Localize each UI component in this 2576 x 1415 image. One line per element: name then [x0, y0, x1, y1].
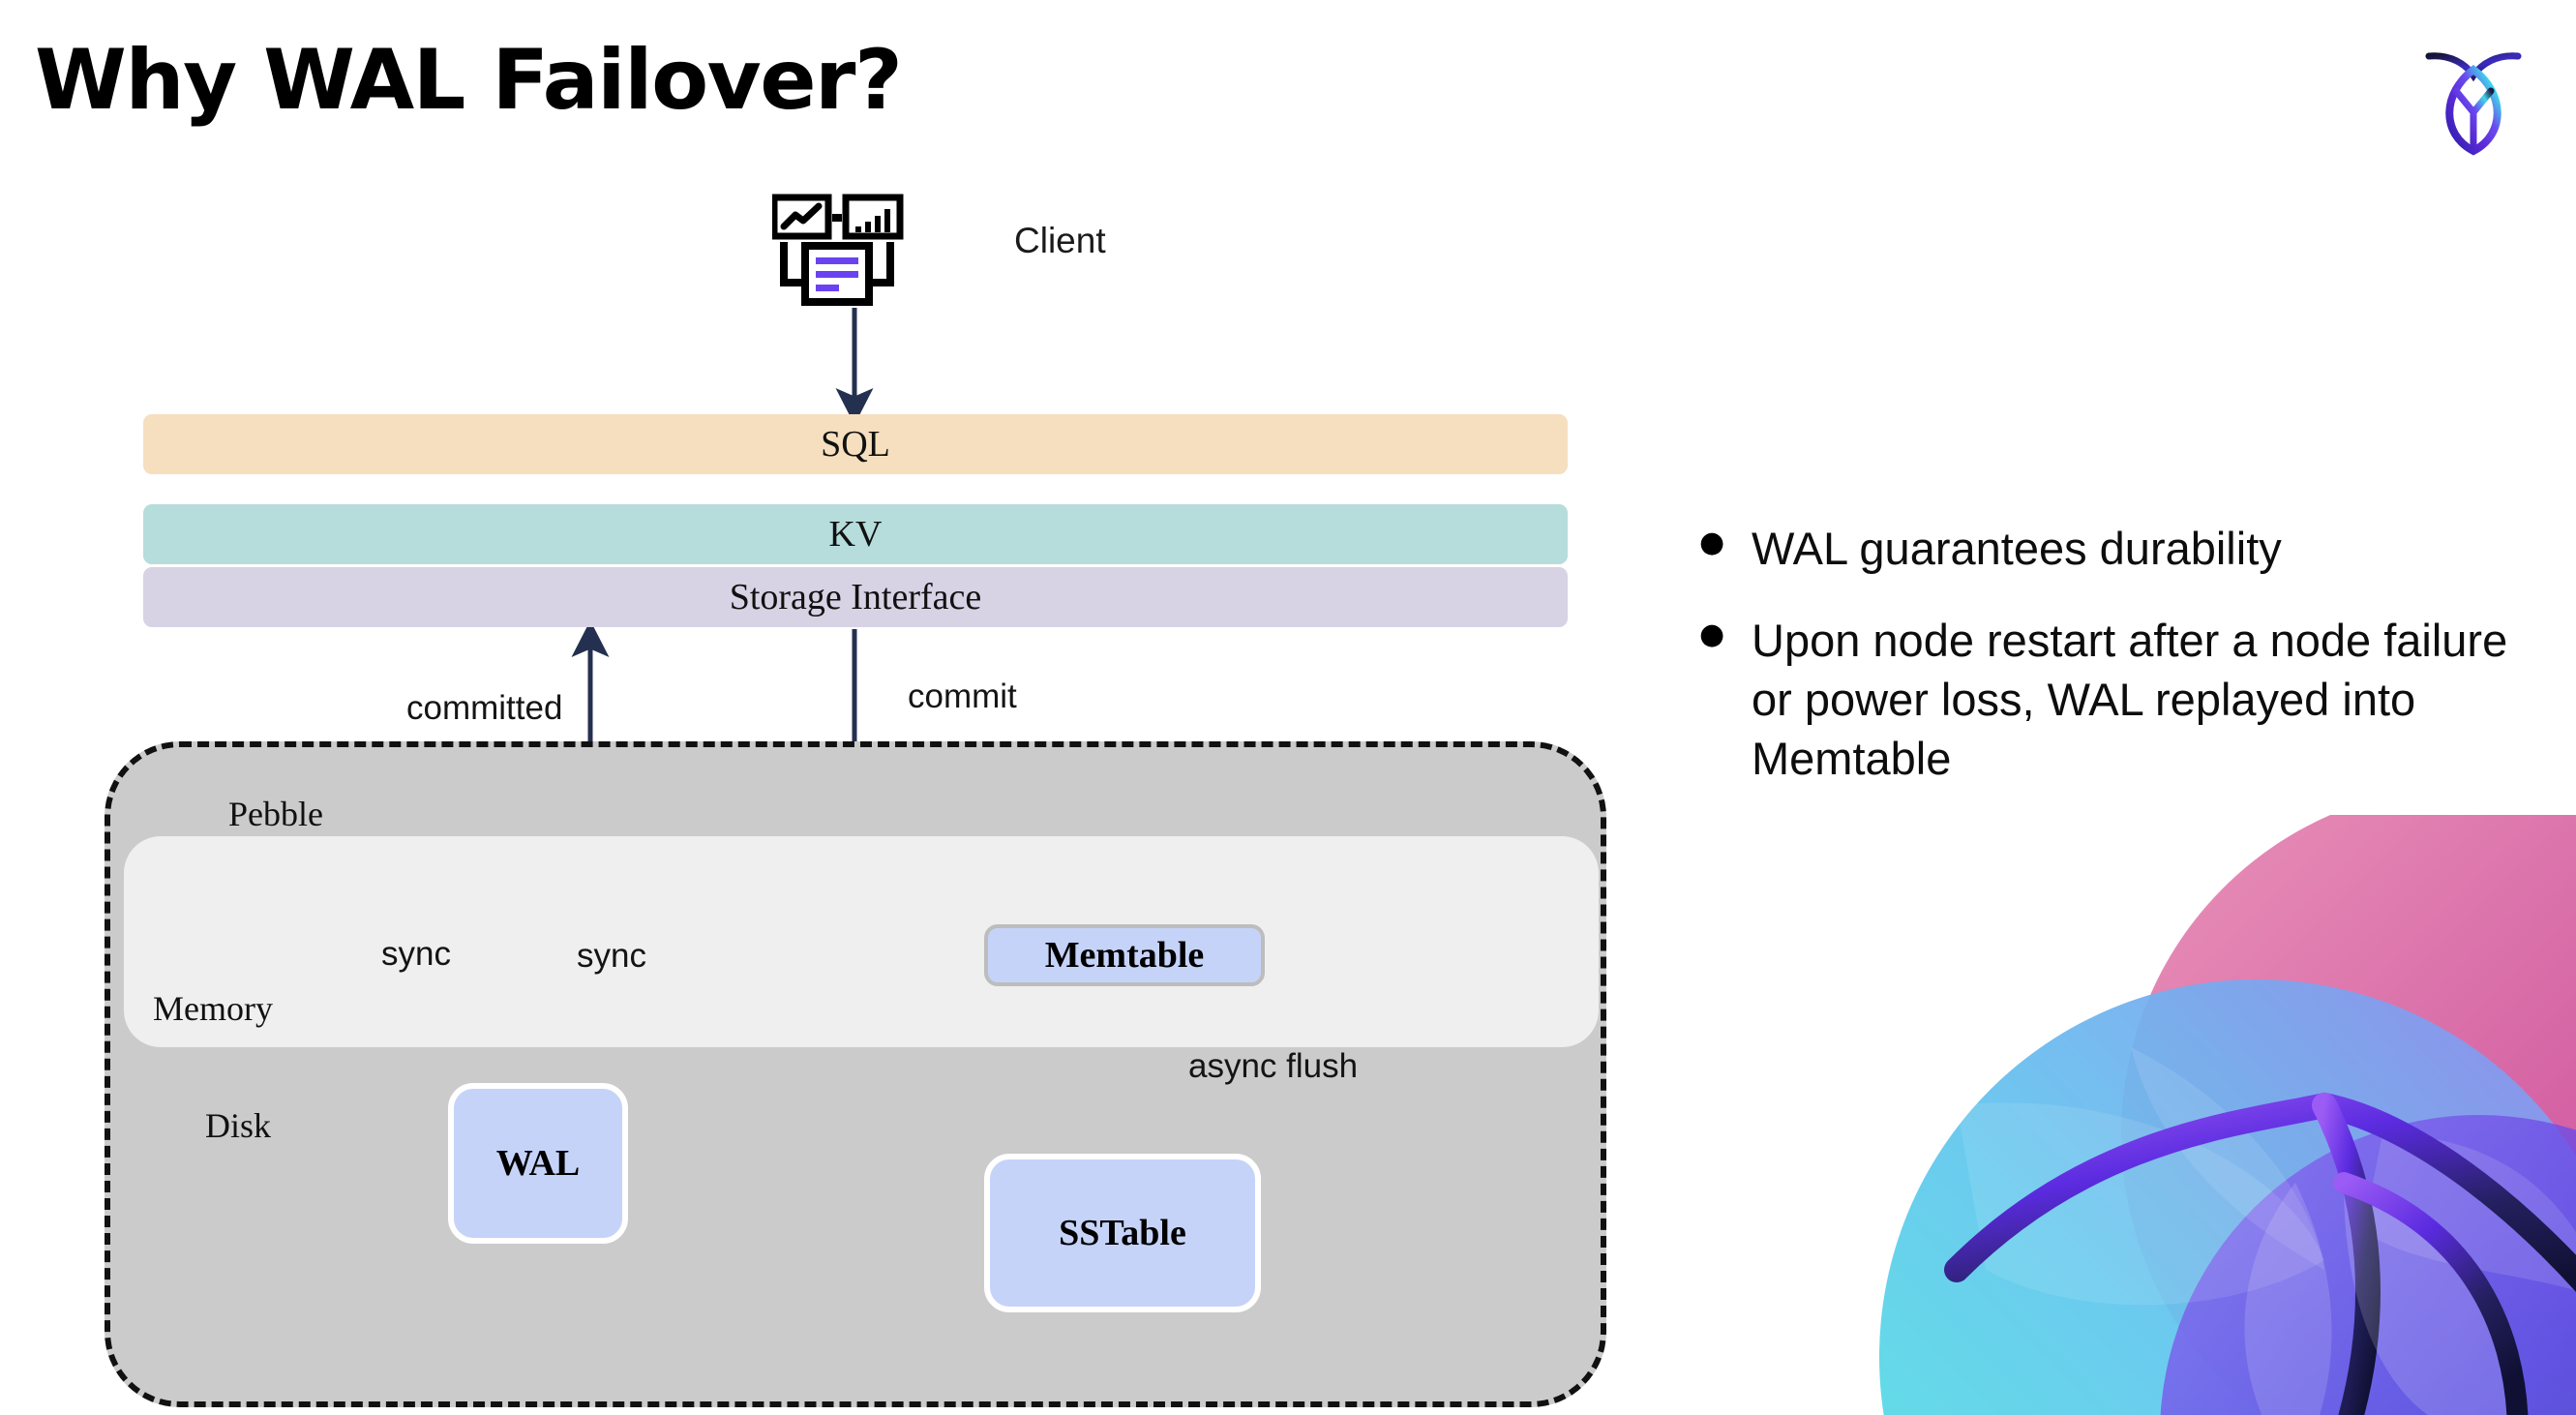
edge-label-async-flush: async flush	[1188, 1047, 1359, 1085]
node-memtable[interactable]: Memtable	[984, 924, 1265, 986]
edge-label-commit: commit	[908, 677, 1017, 715]
bullet-text: Upon node restart after a node failure o…	[1752, 615, 2508, 785]
node-wal[interactable]: WAL	[448, 1083, 628, 1244]
bullet-text: WAL guarantees durability	[1752, 523, 2282, 574]
layer-sql[interactable]: SQL	[143, 414, 1568, 474]
layer-kv[interactable]: KV	[143, 504, 1568, 564]
node-sstable[interactable]: SSTable	[984, 1154, 1261, 1312]
pebble-container	[105, 741, 1606, 1407]
edge-label-sync-right: sync	[577, 937, 646, 975]
client-label: Client	[1014, 221, 1106, 260]
architecture-diagram: Client SQL KV Storage Interface Pebble M…	[105, 194, 1606, 1407]
memory-label: Memory	[153, 989, 273, 1028]
disk-label: Disk	[205, 1106, 272, 1145]
bullet-list: ● WAL guarantees durability ● Upon node …	[1699, 519, 2531, 821]
cockroach-logo-icon	[2411, 33, 2535, 157]
edge-label-sync-left: sync	[381, 935, 451, 973]
layer-storage-interface[interactable]: Storage Interface	[143, 567, 1568, 627]
list-item: ● WAL guarantees durability	[1699, 519, 2531, 578]
list-item: ● Upon node restart after a node failure…	[1699, 611, 2531, 788]
memory-region	[124, 836, 1599, 1047]
cockroach-watermark-icon	[1841, 815, 2576, 1415]
edge-label-committed: committed	[406, 689, 563, 727]
bullet-dot-icon: ●	[1699, 617, 1725, 652]
client-dashboard-icon	[770, 194, 927, 319]
bullet-dot-icon: ●	[1699, 526, 1725, 559]
page-title: Why WAL Failover?	[35, 32, 903, 129]
pebble-label: Pebble	[228, 795, 323, 833]
